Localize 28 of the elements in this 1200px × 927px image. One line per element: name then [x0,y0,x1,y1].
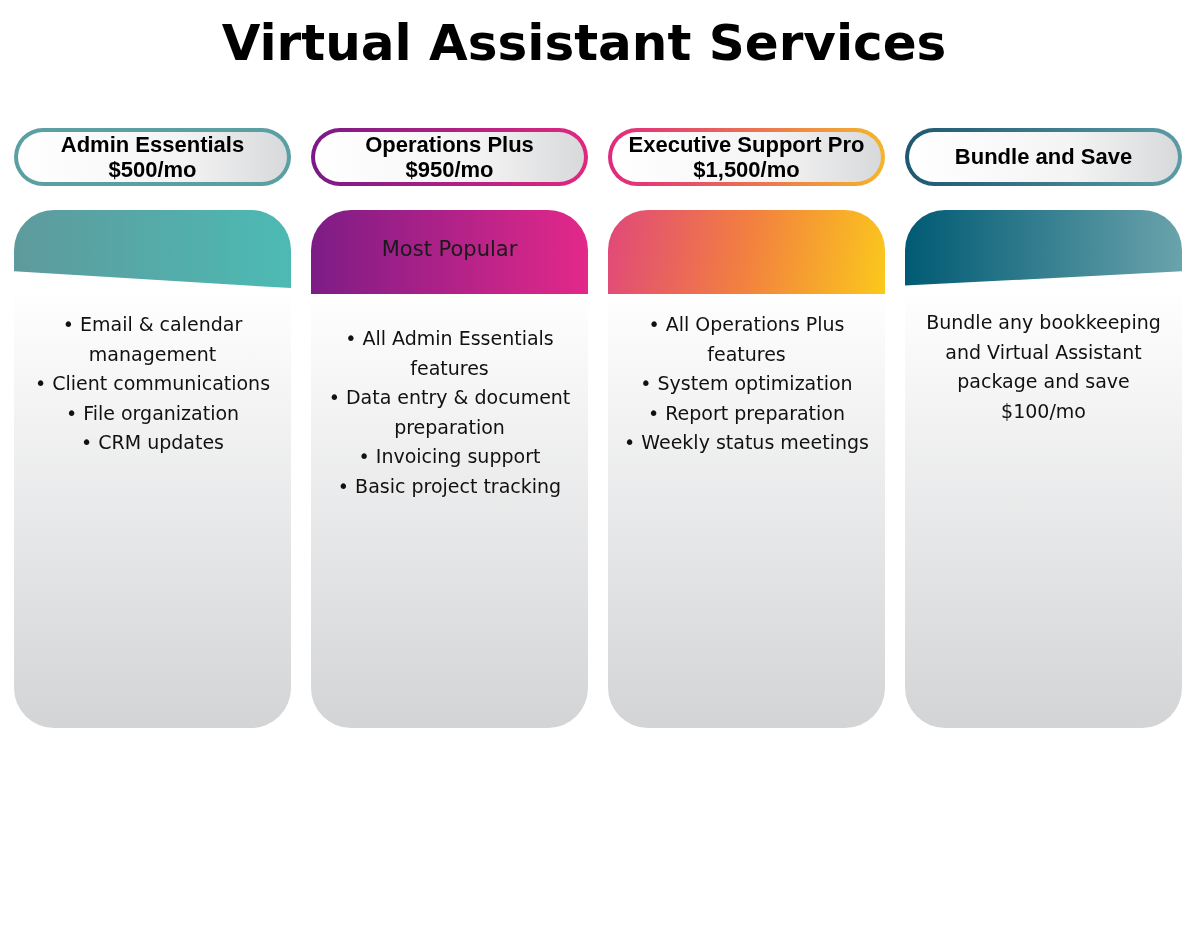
plan-price: $1,500/mo [693,157,800,183]
feature-item: • Client communications [34,371,271,396]
feature-item: • CRM updates [81,430,224,455]
plan-price: $500/mo [108,157,197,183]
feature-item: • File organization [65,400,240,426]
feature-item: • Report preparation [648,400,845,426]
title: Virtual Assistant Services [220,14,948,72]
feature-item: • Data entry & document preparation [327,385,572,440]
feature-item: • All Operations Plus features [647,312,846,367]
feature-item: Bundle any bookkeeping and Virtual Assistant package and save $100/mo [925,310,1162,424]
plan-card [905,210,1182,728]
plan-card [311,210,588,728]
banner-label: Most Popular [381,237,518,261]
card-banner [311,210,588,294]
plan-name: Bundle and Save [954,144,1133,170]
plan-name: Admin Essentials [60,131,245,157]
feature-item: • All Admin Essentials features [344,326,555,381]
feature-item: • System optimization [640,371,853,396]
plan-price: $950/mo [405,157,494,183]
plan-card [14,210,291,728]
feature-item: • Email & calendar management [61,312,244,367]
plan-name: Executive Support Pro [628,131,865,157]
feature-item: • Invoicing support [358,444,541,469]
card-banner [608,210,885,294]
plan-card [608,210,885,728]
plan-name: Operations Plus [365,131,534,157]
feature-item: • Weekly status meetings [624,430,869,455]
feature-item: • Basic project tracking [337,473,562,499]
